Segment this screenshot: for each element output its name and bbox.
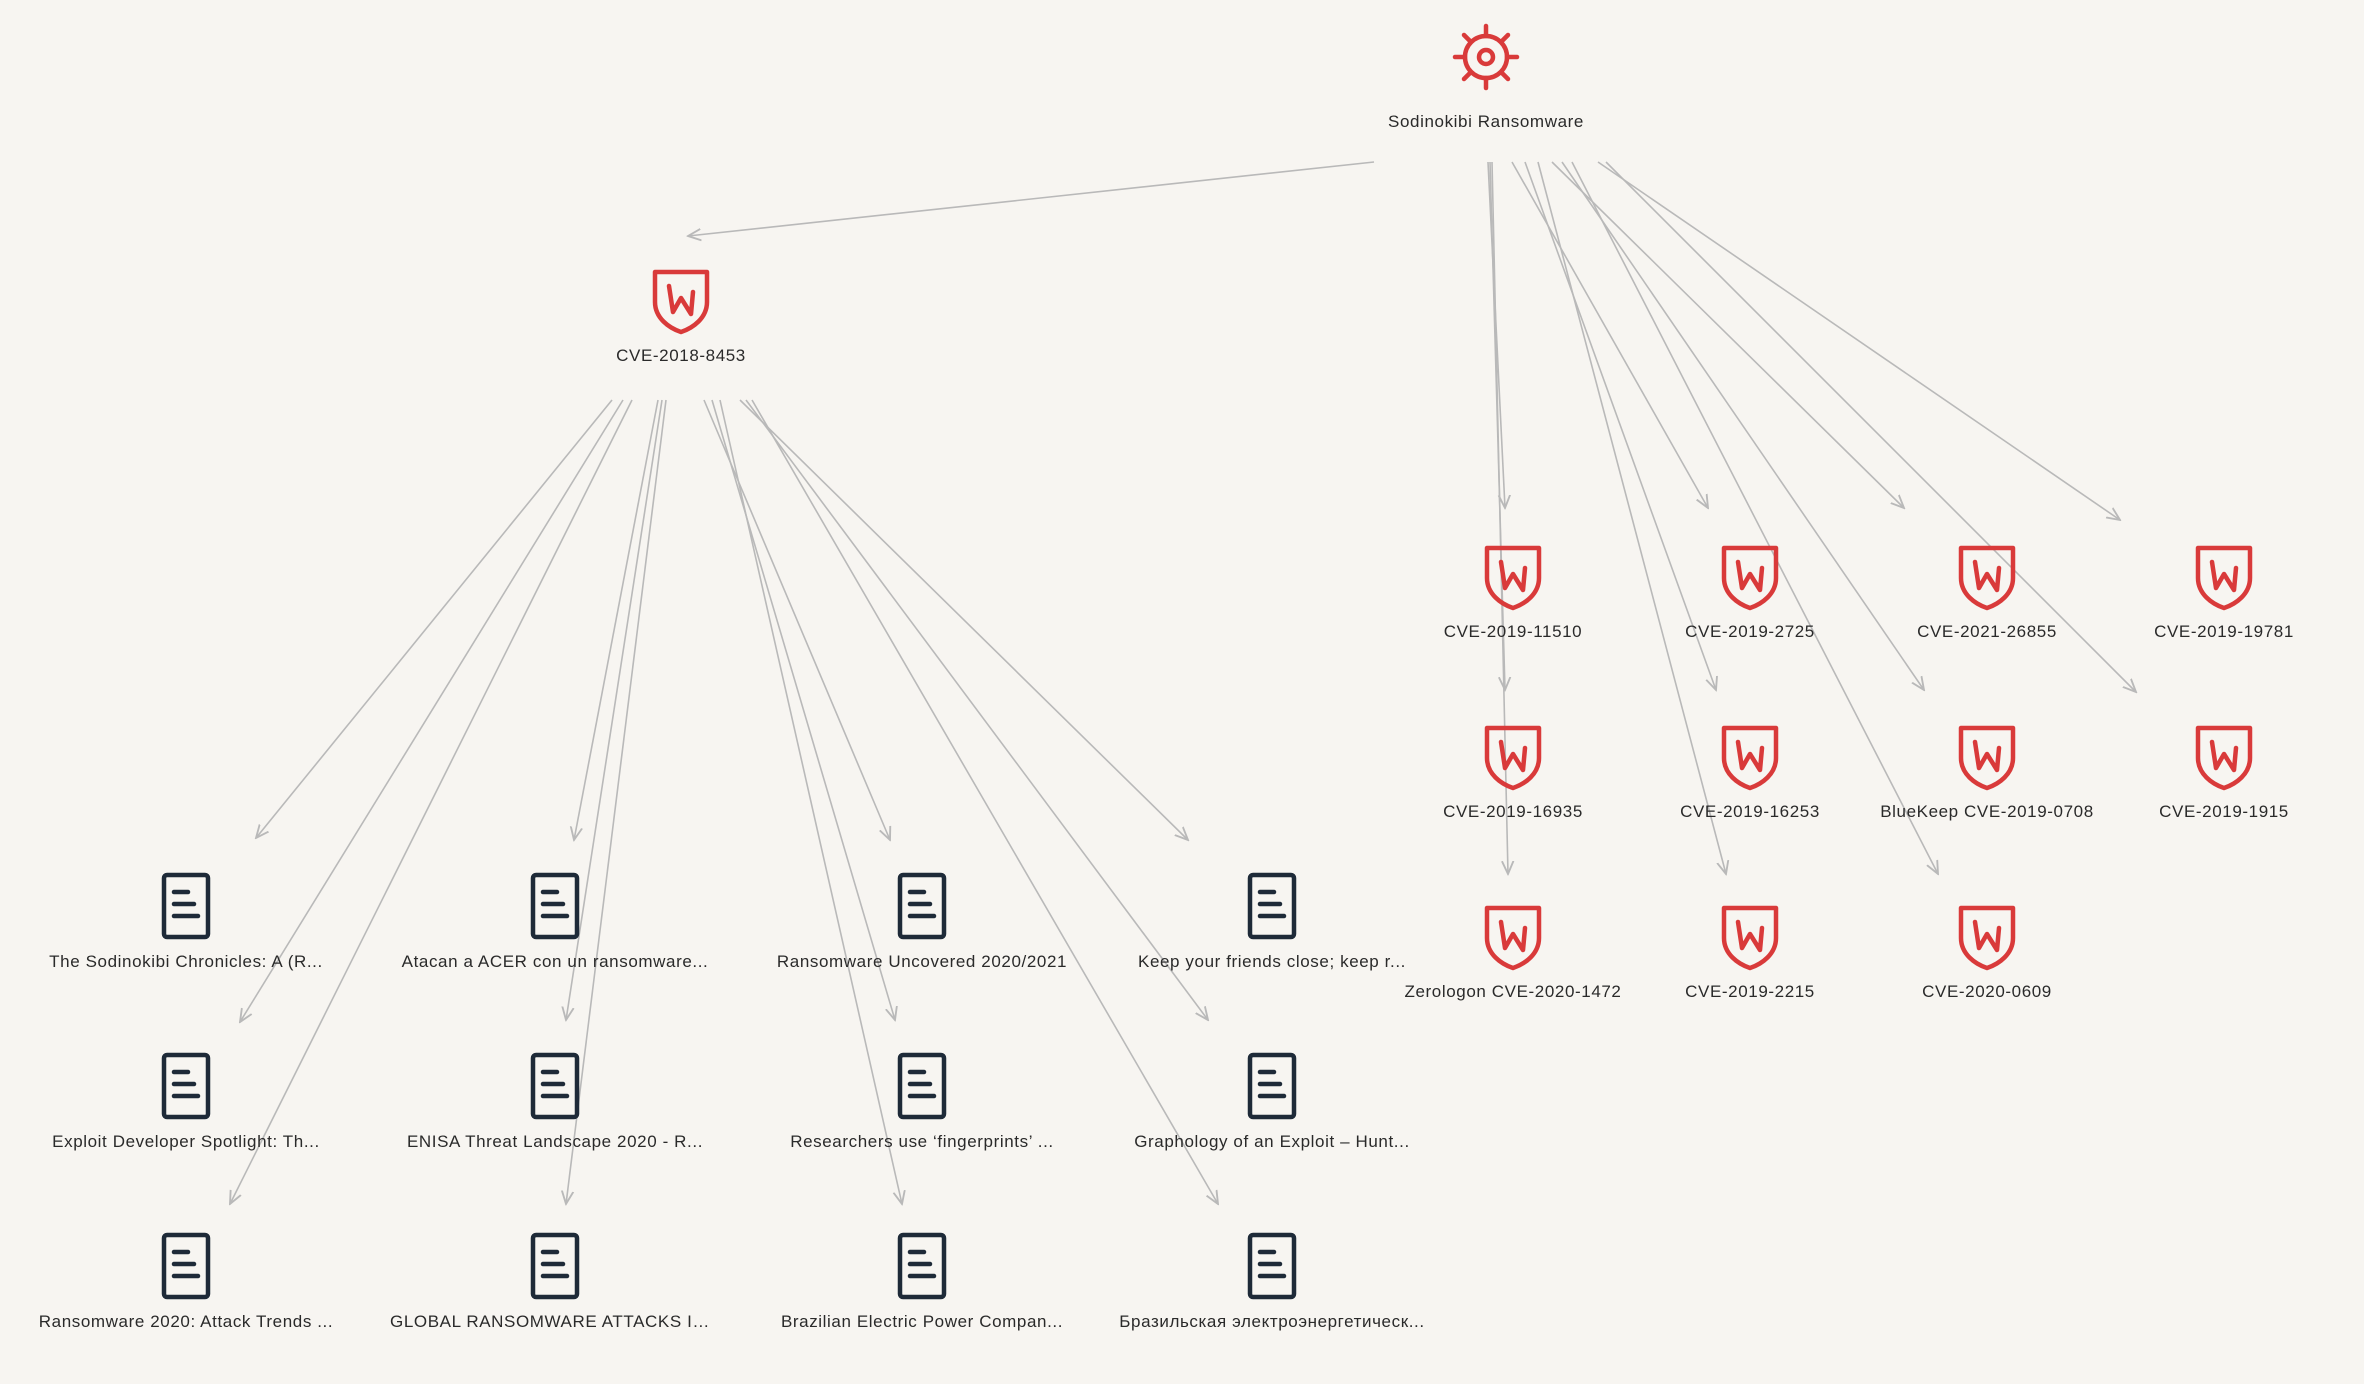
vulnerability-shield-icon [652,269,710,335]
graph-edge [256,399,613,838]
node-label: CVE-2018-8453 [616,346,746,365]
node-document[interactable]: Ransomware 2020: Attack Trends ... [6,1230,366,1332]
vulnerability-shield-icon [2195,725,2253,791]
node-label: CVE-2019-19781 [2154,622,2294,641]
vulnerability-shield-icon [1721,545,1779,611]
node-label: Exploit Developer Spotlight: Th... [52,1132,320,1151]
node-label: Atacan a ACER con un ransomware... [401,952,709,971]
vulnerability-shield-icon [2195,545,2253,611]
node-label: Ransomware Uncovered 2020/2021 [776,952,1068,971]
node-document[interactable]: GLOBAL RANSOMWARE ATTACKS IN 20... [375,1230,735,1332]
node-document[interactable]: Researchers use ‘fingerprints’ ... [742,1050,1102,1152]
node-cve-2019-2215[interactable]: CVE-2019-2215 [1570,902,1930,1002]
graph-edge [1537,161,1726,874]
document-icon [1247,1232,1297,1300]
node-cve-2019-19781[interactable]: CVE-2019-19781 [2044,542,2364,642]
vulnerability-shield-icon [1958,545,2016,611]
graph-edge [1551,161,1904,508]
graph-edge [703,399,890,840]
graph-edge [1597,161,2120,520]
document-icon [161,1232,211,1300]
node-document[interactable]: Бразильская электроэнергетическ... [1092,1230,1452,1332]
graph-edge [574,399,659,840]
node-cve-2019-16253[interactable]: CVE-2019-16253 [1570,722,1930,822]
node-cve-2019-2725[interactable]: CVE-2019-2725 [1570,542,1930,642]
graph-edge [1524,161,1716,690]
vulnerability-shield-icon [1958,725,2016,791]
node-label: CVE-2019-1915 [2159,802,2289,821]
vulnerability-shield-icon [1484,725,1542,791]
node-label: Brazilian Electric Power Compan... [780,1312,1064,1331]
node-document[interactable]: Brazilian Electric Power Compan... [742,1230,1102,1332]
node-label: Ransomware 2020: Attack Trends ... [38,1312,334,1331]
node-label: CVE-2020-0609 [1922,982,2052,1001]
graph-edge [719,399,902,1204]
node-cve-2019-1915[interactable]: CVE-2019-1915 [2044,722,2364,822]
graph-edge [1511,161,1708,508]
document-icon [530,1232,580,1300]
node-document[interactable]: Atacan a ACER con un ransomware... [375,870,735,972]
graph-edge [230,399,633,1204]
graph-edge [688,161,1375,236]
node-cve-2018-8453[interactable]: CVE-2018-8453 [501,266,861,366]
node-cve-2020-0609[interactable]: CVE-2020-0609 [1807,902,2167,1002]
document-icon [530,872,580,940]
graph-edge [1491,161,1508,874]
document-icon [161,872,211,940]
graph-edge [1605,161,2136,692]
vulnerability-shield-icon [1484,545,1542,611]
vulnerability-shield-icon [1484,905,1542,971]
vulnerability-shield-icon [1958,905,2016,971]
document-icon [897,1052,947,1120]
node-cve-2021-26855[interactable]: CVE-2021-26855 [1807,542,2167,642]
node-label: The Sodinokibi Chronicles: A (R... [49,952,323,971]
node-label: Graphology of an Exploit – Hunt... [1134,1132,1410,1151]
node-document[interactable]: Graphology of an Exploit – Hunt... [1092,1050,1452,1152]
graph-edge [1571,161,1938,874]
node-label: GLOBAL RANSOMWARE ATTACKS IN 20... [390,1312,720,1331]
node-document[interactable]: Exploit Developer Spotlight: Th... [6,1050,366,1152]
graph-edge [566,399,663,1020]
node-sodinokibi-ransomware[interactable]: Sodinokibi Ransomware [1306,22,1666,132]
graph-edge [1561,161,1924,690]
node-label: Sodinokibi Ransomware [1388,112,1584,131]
malware-gear-icon [1452,23,1520,91]
node-label: Бразильская электроэнергетическ... [1119,1312,1425,1331]
graph-edge [739,399,1188,840]
node-label: Researchers use ‘fingerprints’ ... [790,1132,1054,1151]
graph-edge [240,399,624,1022]
document-icon [897,872,947,940]
node-document[interactable]: Keep your friends close; keep r... [1092,870,1452,972]
document-icon [897,1232,947,1300]
node-cve-2019-11510[interactable]: CVE-2019-11510 [1333,542,1693,642]
graph-edge [566,399,667,1204]
document-icon [1247,872,1297,940]
node-label: Keep your friends close; keep r... [1138,952,1406,971]
node-document[interactable]: The Sodinokibi Chronicles: A (R... [6,870,366,972]
graph-edge [711,399,895,1020]
node-document[interactable]: ENISA Threat Landscape 2020 - R... [375,1050,735,1152]
document-icon [530,1052,580,1120]
graph-edge [745,399,1208,1020]
vulnerability-shield-icon [1721,725,1779,791]
vulnerability-shield-icon [1721,905,1779,971]
graph-edge [751,399,1218,1204]
document-icon [1247,1052,1297,1120]
node-zerologon-cve-2020-1472[interactable]: Zerologon CVE-2020-1472 [1333,902,1693,1002]
node-cve-2019-16935[interactable]: CVE-2019-16935 [1333,722,1693,822]
document-icon [161,1052,211,1120]
node-bluekeep-cve-2019-0708[interactable]: BlueKeep CVE-2019-0708 [1807,722,2167,822]
node-document[interactable]: Ransomware Uncovered 2020/2021 [742,870,1102,972]
node-label: ENISA Threat Landscape 2020 - R... [406,1132,704,1151]
